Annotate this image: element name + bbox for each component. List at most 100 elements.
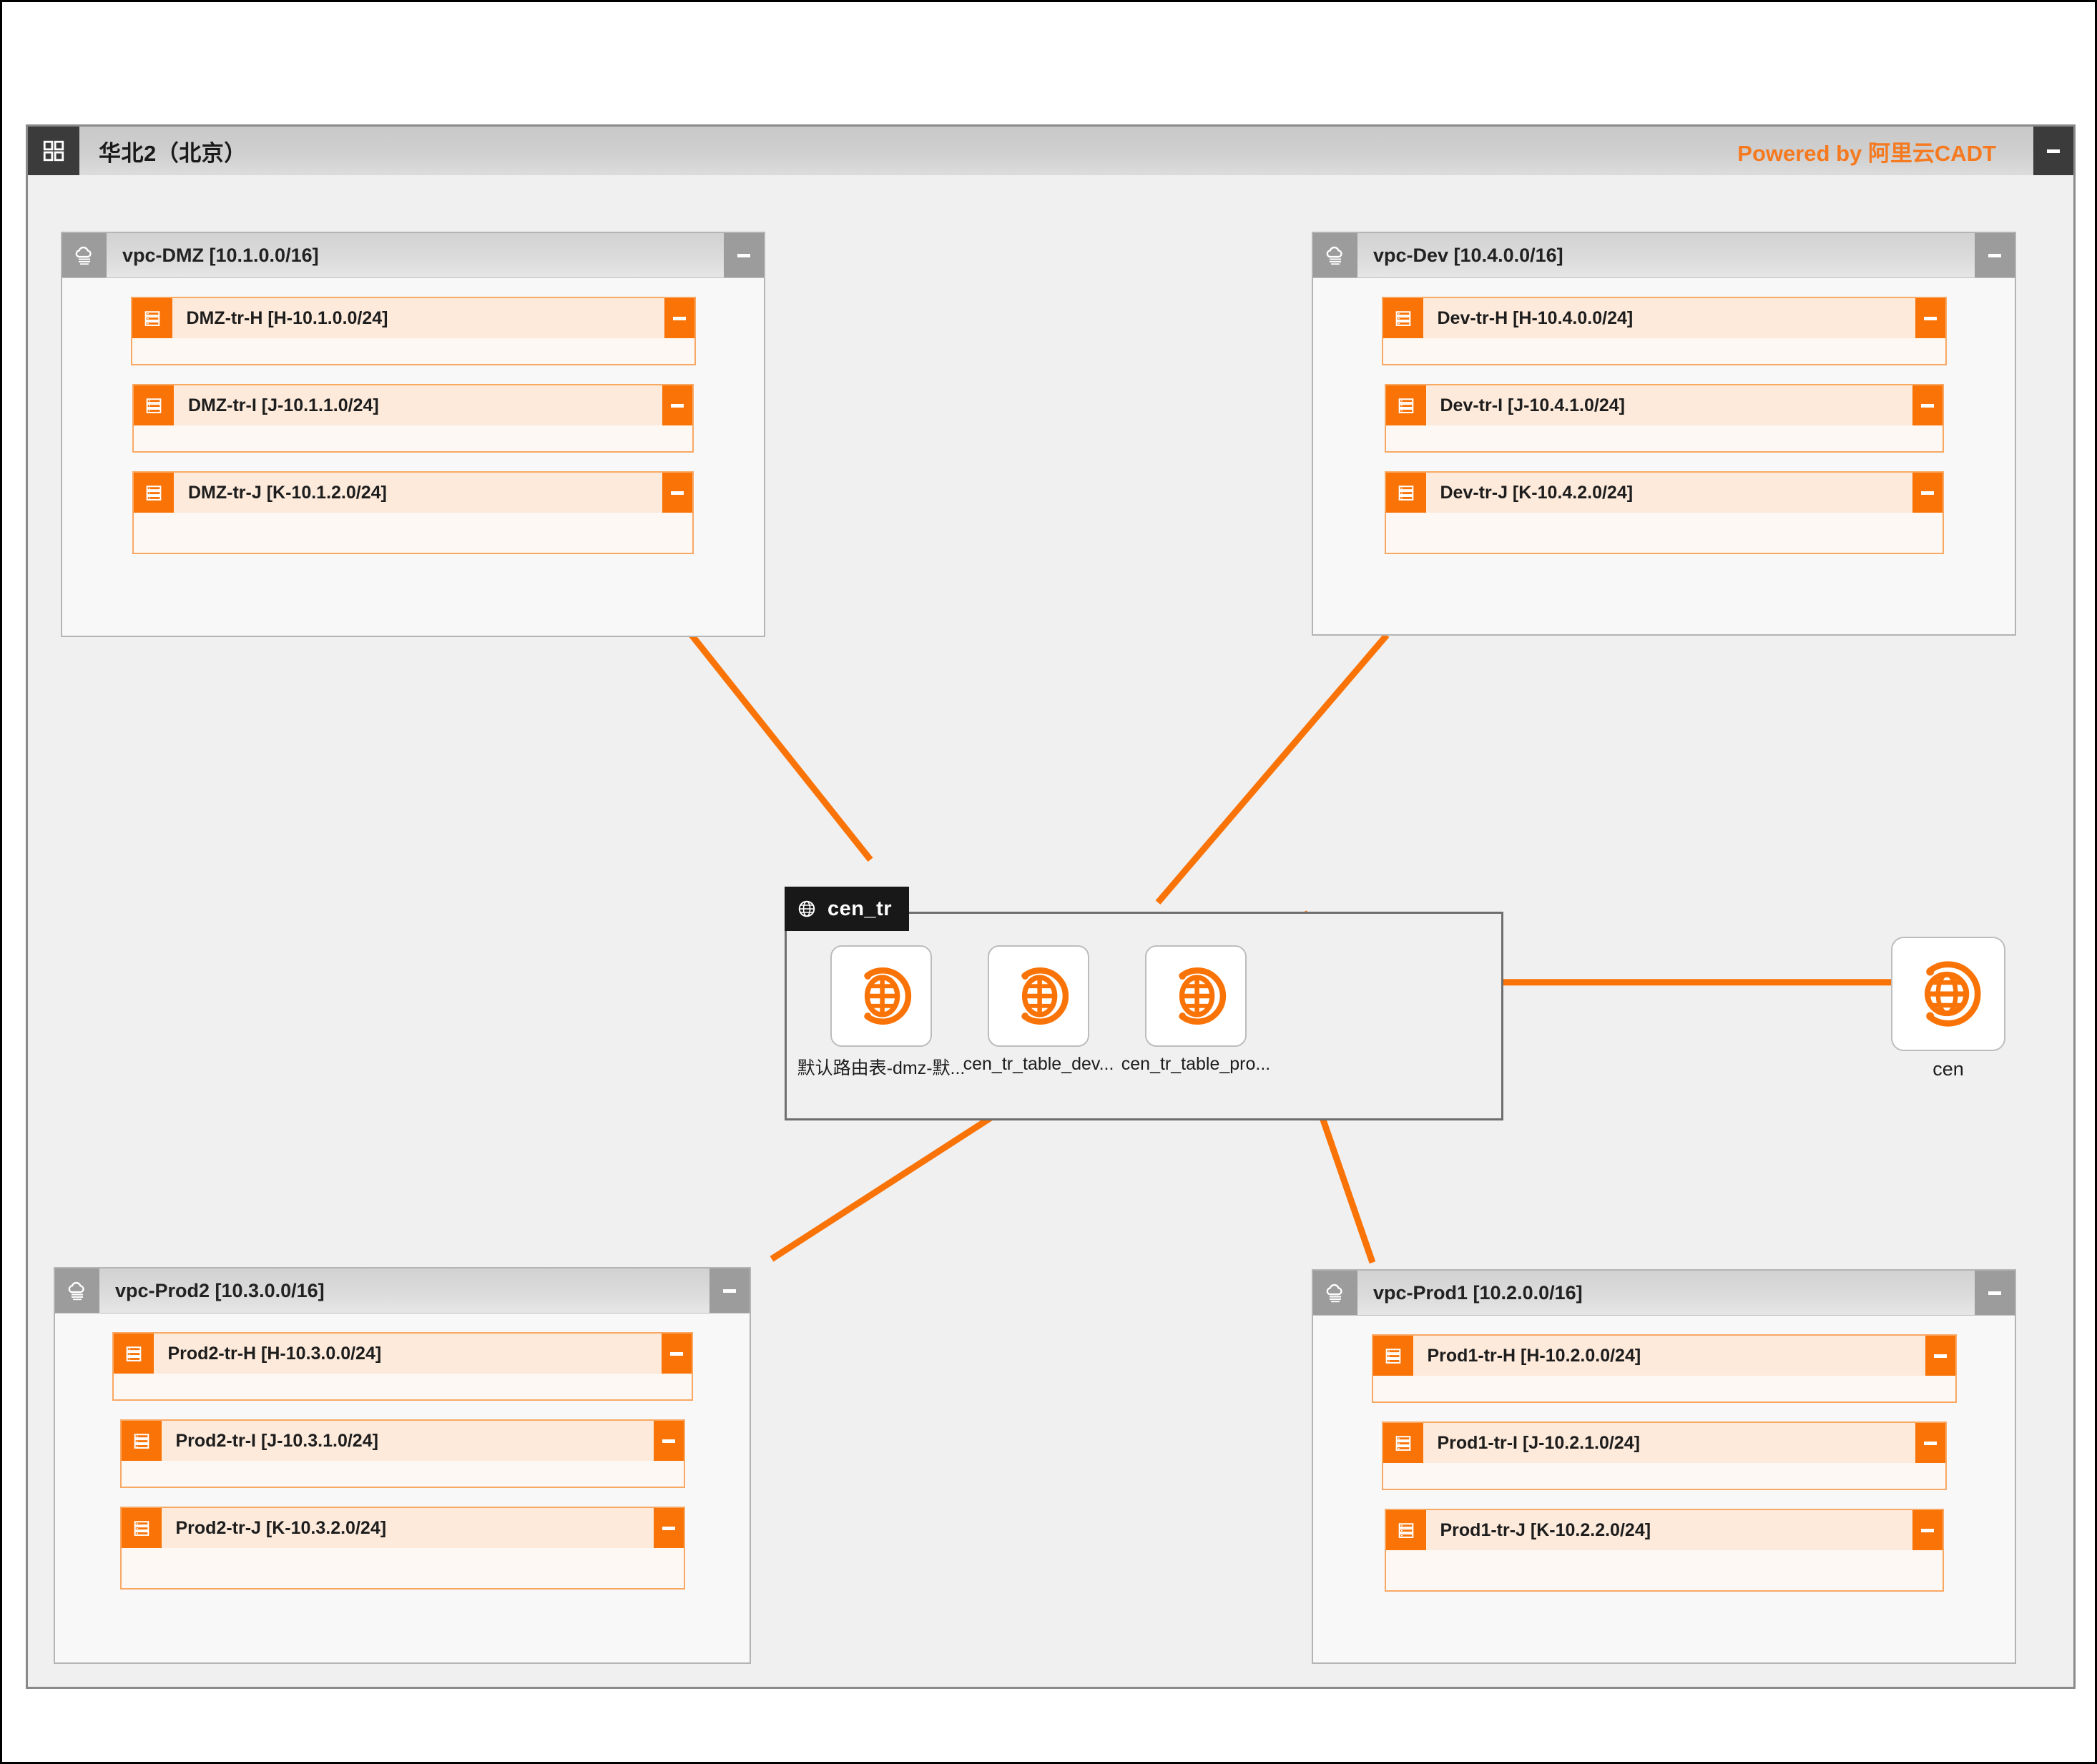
vswitch-card[interactable]: Dev-tr-H [H-10.4.0.0/24] <box>1381 297 1947 365</box>
vpc-panel-dev[interactable]: vpc-Dev [10.4.0.0/16] <box>1312 232 2016 636</box>
vswitch-collapse-button[interactable] <box>1912 385 1943 425</box>
vswitch-title: DMZ-tr-I [J-10.1.1.0/24] <box>188 395 379 415</box>
minus-icon <box>1920 403 1934 408</box>
vswitch-body <box>134 513 692 553</box>
region-header: 华北2（北京） Powered by 阿里云CADT <box>28 127 2073 175</box>
vswitch-icon <box>1383 298 1423 338</box>
vpc-cloud-icon <box>1313 1271 1357 1315</box>
minus-icon <box>672 316 686 320</box>
minus-icon <box>671 491 684 495</box>
vswitch-icon <box>1372 1336 1413 1376</box>
cen-globe-icon <box>830 945 932 1047</box>
vpc-cloud-icon <box>1313 233 1357 277</box>
vpc-title: vpc-Prod2 [10.3.0.0/16] <box>115 1279 325 1301</box>
globe-icon <box>796 898 817 920</box>
vswitch-collapse-button[interactable] <box>1912 1510 1943 1550</box>
cen-globe-icon <box>988 945 1089 1047</box>
cen-tr-label-tab: cen_tr <box>785 887 910 931</box>
vswitch-card[interactable]: DMZ-tr-H [H-10.1.0.0/24] <box>130 297 696 365</box>
vswitch-body <box>1385 425 1943 451</box>
vswitch-header: Dev-tr-I [J-10.4.1.0/24] <box>1385 385 1943 425</box>
vswitch-icon <box>1385 473 1426 513</box>
vswitch-title: Prod1-tr-I [J-10.2.1.0/24] <box>1437 1432 1640 1453</box>
route-table-node[interactable]: cen_tr_table_pro... <box>1121 945 1270 1080</box>
vpc-collapse-button[interactable] <box>1975 1271 2015 1315</box>
cen-globe-icon <box>1891 937 2005 1051</box>
vswitch-icon <box>121 1508 162 1548</box>
minus-icon <box>669 1351 683 1356</box>
cen-node[interactable]: cen <box>1887 937 2009 1080</box>
route-table-label: cen_tr_table_pro... <box>1121 1054 1271 1074</box>
vpc-panel-prod2[interactable]: vpc-Prod2 [10.3.0.0/16] <box>54 1267 751 1664</box>
vswitch-card[interactable]: Dev-tr-J [K-10.4.2.0/24] <box>1384 471 1944 554</box>
vswitch-header: Prod2-tr-J [K-10.3.2.0/24] <box>121 1508 684 1548</box>
vswitch-card[interactable]: Prod1-tr-H [H-10.2.0.0/24] <box>1371 1334 1957 1403</box>
vswitch-header: Prod1-tr-I [J-10.2.1.0/24] <box>1383 1423 1945 1463</box>
vpc-panel-prod1[interactable]: vpc-Prod1 [10.2.0.0/16] <box>1312 1269 2016 1664</box>
vswitch-card[interactable]: Prod1-tr-I [J-10.2.1.0/24] <box>1381 1421 1947 1490</box>
route-table-node[interactable]: 默认路由表-dmz-默... <box>797 945 965 1080</box>
vpc-collapse-button[interactable] <box>724 233 764 277</box>
vswitch-collapse-button[interactable] <box>653 1421 684 1461</box>
cen-globe-icon <box>1145 945 1247 1047</box>
vswitch-body <box>121 1461 684 1487</box>
minus-icon <box>662 1439 675 1443</box>
vpc-header: vpc-Prod1 [10.2.0.0/16] <box>1313 1271 2015 1316</box>
vpc-title: vpc-Prod1 [10.2.0.0/16] <box>1373 1281 1583 1304</box>
minus-icon <box>2047 149 2060 153</box>
vswitch-icon <box>113 1334 154 1374</box>
vswitch-header: DMZ-tr-H [H-10.1.0.0/24] <box>132 298 694 338</box>
vswitch-body <box>132 338 694 364</box>
vswitch-title: Dev-tr-J [K-10.4.2.0/24] <box>1440 482 1634 503</box>
vpc-title: vpc-Dev [10.4.0.0/16] <box>1373 244 1563 266</box>
vswitch-title: Prod2-tr-I [J-10.3.1.0/24] <box>175 1430 378 1451</box>
vpc-collapse-button[interactable] <box>709 1268 750 1313</box>
vpc-title: vpc-DMZ [10.1.0.0/16] <box>122 244 319 266</box>
vswitch-card[interactable]: Prod2-tr-H [H-10.3.0.0/24] <box>112 1332 693 1401</box>
vswitch-collapse-button[interactable] <box>662 385 692 425</box>
vswitch-collapse-button[interactable] <box>653 1508 684 1548</box>
vswitch-collapse-button[interactable] <box>1912 473 1943 513</box>
vpc-header: vpc-Prod2 [10.3.0.0/16] <box>55 1268 750 1314</box>
minus-icon <box>662 1526 675 1530</box>
region-collapse-button[interactable] <box>2033 127 2073 175</box>
vswitch-body <box>1383 1463 1945 1489</box>
vswitch-title: Prod2-tr-J [K-10.3.2.0/24] <box>175 1517 387 1538</box>
powered-by-label: Powered by 阿里云CADT <box>1737 140 1996 166</box>
vswitch-header: Dev-tr-H [H-10.4.0.0/24] <box>1383 298 1945 338</box>
minus-icon <box>1920 1528 1934 1532</box>
vpc-header: vpc-Dev [10.4.0.0/16] <box>1313 233 2015 278</box>
vswitch-body <box>1383 338 1945 364</box>
minus-icon <box>671 403 684 408</box>
vswitch-body <box>1385 1550 1943 1590</box>
vswitch-card[interactable]: DMZ-tr-J [K-10.1.2.0/24] <box>132 471 694 554</box>
vswitch-card[interactable]: Prod2-tr-J [K-10.3.2.0/24] <box>119 1507 685 1590</box>
vswitch-header: Prod1-tr-H [H-10.2.0.0/24] <box>1372 1336 1955 1376</box>
vswitch-card[interactable]: Prod2-tr-I [J-10.3.1.0/24] <box>119 1419 685 1488</box>
vswitch-header: Dev-tr-J [K-10.4.2.0/24] <box>1385 473 1943 513</box>
vswitch-icon <box>134 473 174 513</box>
vswitch-card[interactable]: DMZ-tr-I [J-10.1.1.0/24] <box>132 384 694 453</box>
vpc-collapse-button[interactable] <box>1975 233 2015 277</box>
vswitch-card[interactable]: Prod1-tr-J [K-10.2.2.0/24] <box>1384 1509 1944 1592</box>
route-table-row: 默认路由表-dmz-默... <box>787 945 1501 1080</box>
vswitch-body <box>1385 513 1943 553</box>
vswitch-collapse-button[interactable] <box>1915 1423 1945 1463</box>
vswitch-card[interactable]: Dev-tr-I [J-10.4.1.0/24] <box>1384 384 1944 453</box>
route-table-label: cen_tr_table_dev... <box>963 1054 1114 1074</box>
vpc-panel-dmz[interactable]: vpc-DMZ [10.1.0.0/16] <box>61 232 765 637</box>
vswitch-collapse-button[interactable] <box>1915 298 1945 338</box>
vswitch-icon <box>132 298 172 338</box>
vpc-body: Prod2-tr-H [H-10.3.0.0/24] <box>55 1314 750 1590</box>
vswitch-title: Dev-tr-H [H-10.4.0.0/24] <box>1437 307 1634 328</box>
vswitch-title: Prod2-tr-H [H-10.3.0.0/24] <box>167 1343 382 1364</box>
minus-icon <box>1988 1291 2001 1295</box>
vswitch-collapse-button[interactable] <box>661 1334 692 1374</box>
route-table-node[interactable]: cen_tr_table_dev... <box>963 945 1114 1080</box>
vswitch-collapse-button[interactable] <box>1925 1336 1955 1376</box>
vswitch-icon <box>1383 1423 1423 1463</box>
vswitch-collapse-button[interactable] <box>662 473 692 513</box>
cen-tr-container[interactable]: cen_tr <box>785 887 1503 1120</box>
vswitch-collapse-button[interactable] <box>664 298 694 338</box>
vswitch-title: DMZ-tr-H [H-10.1.0.0/24] <box>186 307 388 328</box>
